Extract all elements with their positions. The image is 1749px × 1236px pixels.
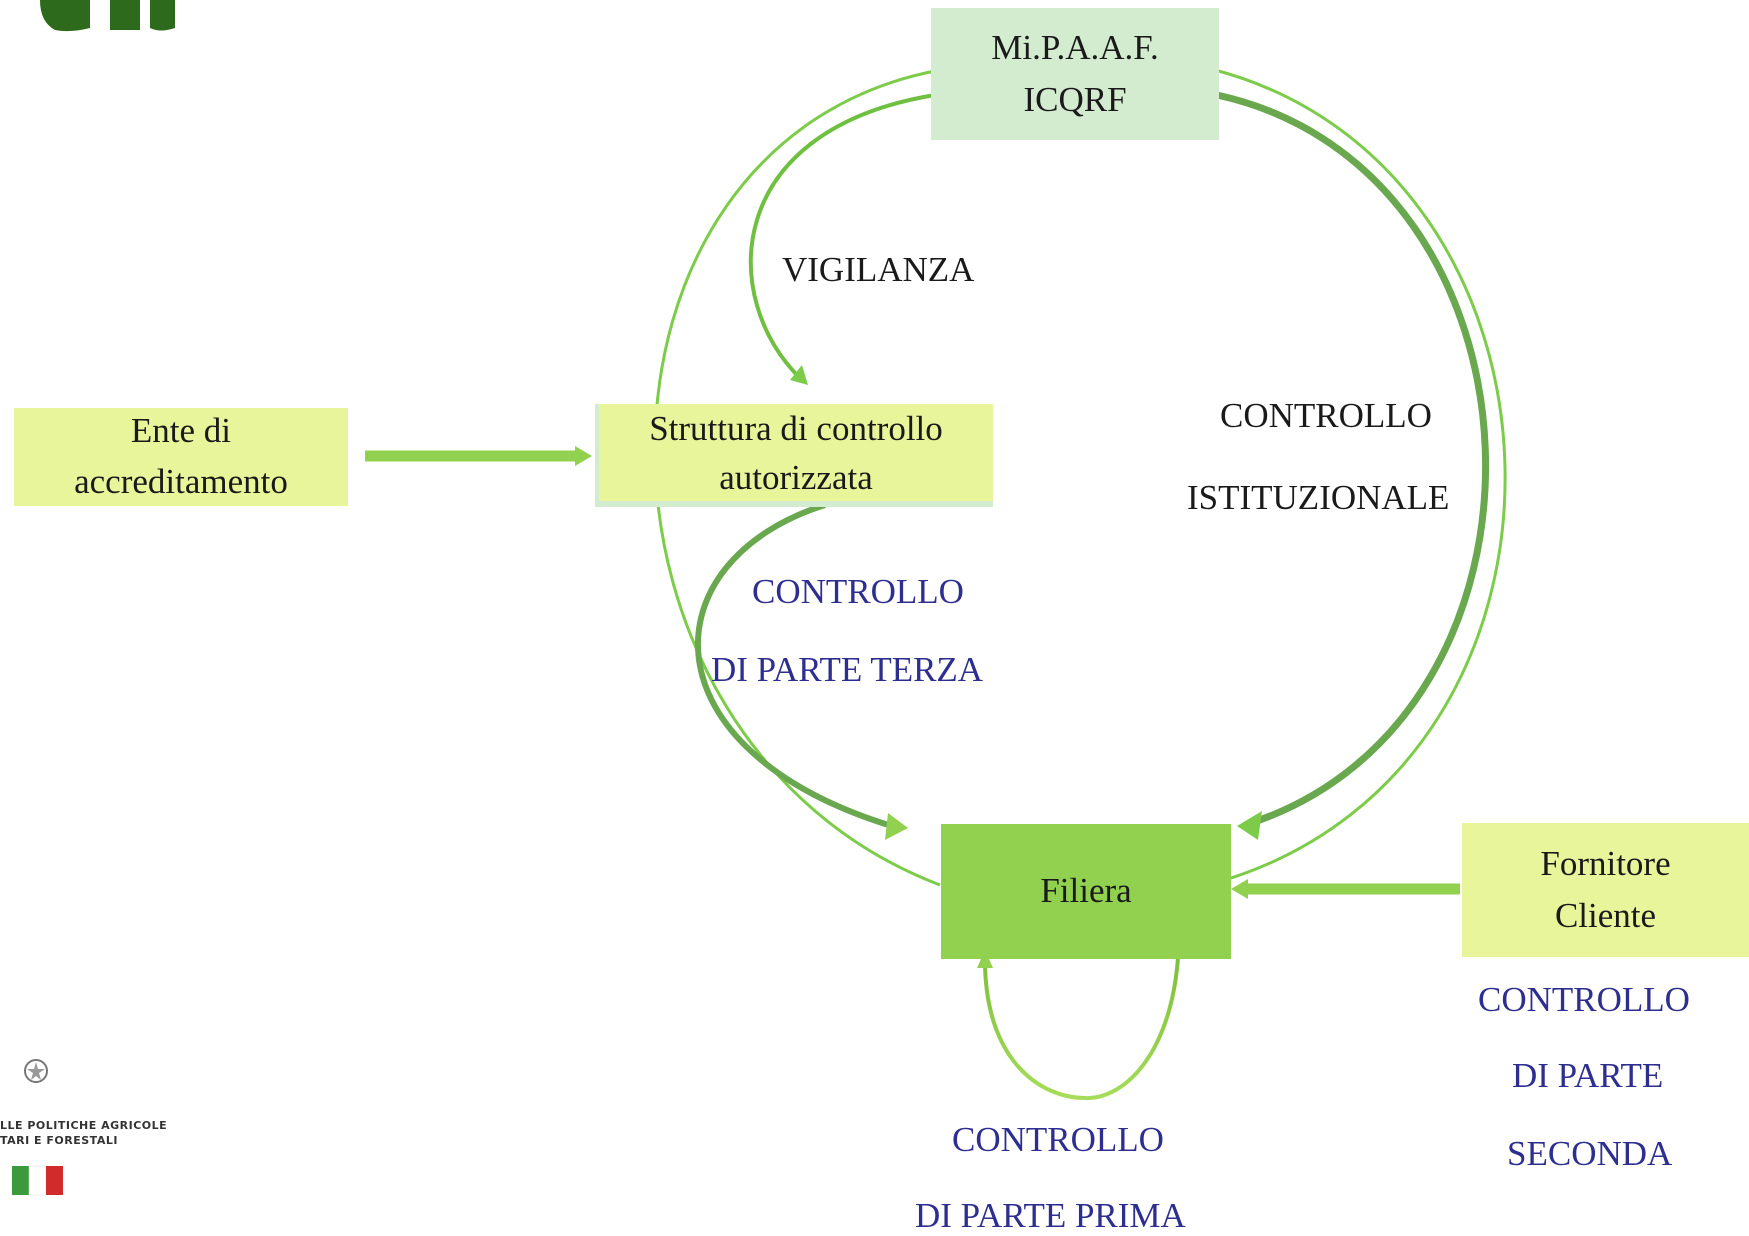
istituzionale-arrowhead xyxy=(1237,811,1262,840)
fornitore-filiera-arrowhead xyxy=(1231,879,1248,899)
ministry-logo-icon xyxy=(40,0,175,32)
outer-circle-right xyxy=(1214,68,1507,882)
node-filiera-label: Filiera xyxy=(1040,871,1132,911)
prima-loop-arrowhead xyxy=(977,950,993,968)
ente-struttura-arrowhead xyxy=(575,446,592,466)
italy-flag-icon xyxy=(12,1165,63,1196)
node-ente-line1: Ente di xyxy=(130,411,232,451)
vigilanza-arrow-path xyxy=(748,93,936,380)
node-struttura-line2: autorizzata xyxy=(719,457,873,497)
node-struttura: Struttura di controllo autorizzata xyxy=(595,404,993,507)
label-seconda-1: CONTROLLO xyxy=(1478,980,1690,1019)
label-seconda-3: SECONDA xyxy=(1507,1134,1673,1173)
node-ente-line2: accreditamento xyxy=(74,462,288,501)
emblem-text-line1: LLE POLITICHE AGRICOLE xyxy=(0,1119,168,1132)
vigilanza-arrowhead xyxy=(790,365,808,385)
label-istituzionale-2: ISTITUZIONALE xyxy=(1187,478,1450,517)
terza-arrow-path xyxy=(694,502,896,830)
label-prima-1: CONTROLLO xyxy=(952,1120,1164,1159)
node-struttura-line1: Struttura di controllo xyxy=(649,408,943,448)
node-mipaaf-line2: ICQRF xyxy=(1023,80,1127,119)
node-fornitore-line1: Fornitore xyxy=(1540,843,1671,883)
node-filiera: Filiera xyxy=(941,824,1231,959)
label-prima-2: DI PARTE PRIMA xyxy=(915,1196,1186,1235)
node-ente: Ente di accreditamento xyxy=(14,408,348,506)
emblem-text-line2: TARI E FORESTALI xyxy=(0,1134,118,1147)
node-fornitore-line2: Cliente xyxy=(1554,896,1657,935)
label-terza-2: DI PARTE TERZA xyxy=(711,650,984,689)
node-fornitore: Fornitore Cliente xyxy=(1462,823,1749,957)
label-istituzionale-1: CONTROLLO xyxy=(1220,396,1432,435)
prima-loop-path xyxy=(983,957,1180,1101)
label-terza-1: CONTROLLO xyxy=(752,572,964,611)
republic-emblem-icon xyxy=(24,1059,48,1083)
terza-arrowhead xyxy=(885,813,908,840)
istituzionale-arrow-path xyxy=(1216,91,1489,829)
node-mipaaf: Mi.P.A.A.F. ICQRF xyxy=(931,8,1219,140)
node-mipaaf-line1: Mi.P.A.A.F. xyxy=(991,27,1159,67)
label-vigilanza: VIGILANZA xyxy=(782,250,975,289)
label-seconda-2: DI PARTE xyxy=(1512,1056,1664,1095)
